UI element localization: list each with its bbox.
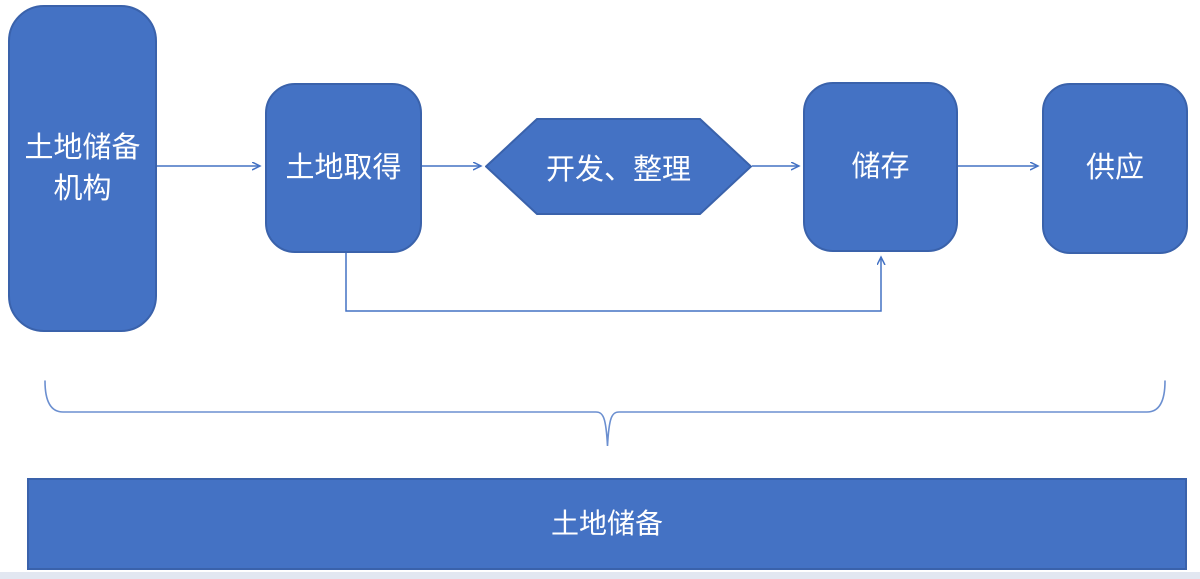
node-land-reserve-agency: 土地储备 机构 [8,5,157,332]
node-land-acquisition-label: 土地取得 [285,151,402,184]
node-supply-label: 供应 [1085,152,1144,185]
node-land-reserve-agency-label: 土地储备 机构 [24,131,141,205]
node-storage-label: 储存 [851,150,910,183]
node-supply: 供应 [1042,83,1188,254]
hexagon-shape [485,118,752,215]
node-land-reserve-label: 土地储备 [550,508,663,540]
node-storage: 储存 [803,82,958,252]
connector-feedback-acquisition-to-storage [345,253,881,312]
node-land-reserve: 土地储备 [27,478,1187,570]
node-development-consolidation: 开发、整理 [485,118,752,215]
node-development-consolidation-label: 开发、整理 [545,153,691,186]
curly-brace [44,380,1166,447]
node-land-acquisition: 土地取得 [265,83,422,253]
bottom-edge-strip [0,572,1200,579]
